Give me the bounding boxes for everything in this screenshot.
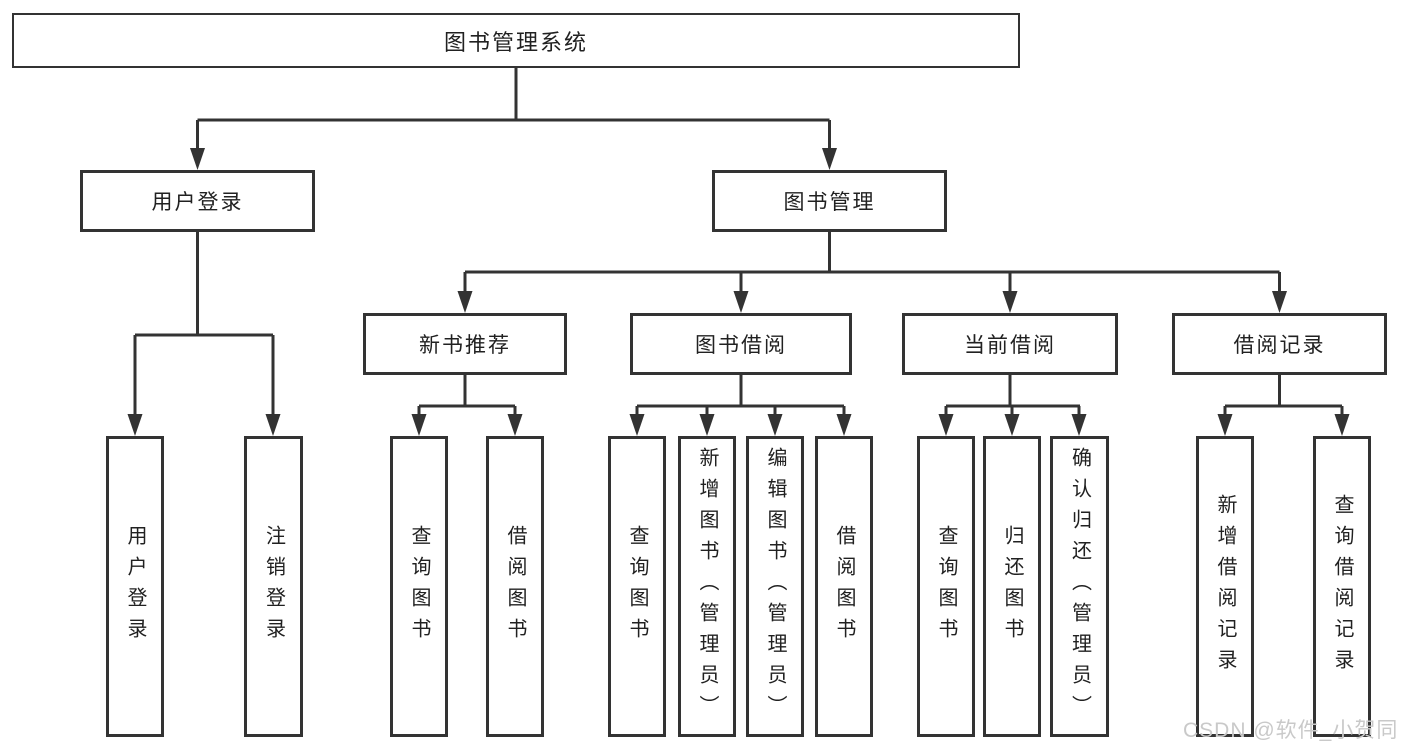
node-label: 归还图书 [1001,524,1023,649]
node-label: 查询图书 [626,524,648,649]
node-label: 当前借阅 [964,334,1056,357]
node-login: 用户登录 [106,436,164,737]
node-label: 注销登录 [262,524,285,649]
node-label: 新增借阅记录 [1214,493,1236,680]
node-query-borrow-record: 查询借阅记录 [1313,436,1371,737]
node-add-borrow-record: 新增借阅记录 [1196,436,1254,737]
node-label: 用户登录 [124,524,146,649]
node-return-books: 归还图书 [983,436,1041,737]
node-borrow-books-newrec: 借阅图书 [486,436,544,737]
node-confirm-return-admin: 确认归还（管理员） [1050,436,1109,737]
node-label: 查询图书 [935,524,957,649]
node-query-books-borrowing: 查询图书 [608,436,666,737]
node-label: 图书管理系统 [443,29,588,55]
node-label: 借阅图书 [504,524,526,649]
node-label: 编辑图书（管理员） [764,447,786,726]
node-add-books-admin: 新增图书（管理员） [678,436,736,737]
node-borrow-books-borrowing: 借阅图书 [815,436,873,737]
node-label: 借阅记录 [1233,334,1326,357]
node-query-books-current: 查询图书 [917,436,975,737]
node-query-books-newrec: 查询图书 [390,436,448,737]
csdn-watermark: CSDN @软件_小贺同学 [1183,719,1399,742]
node-label: 图书管理 [783,191,876,214]
node-label: 确认归还（管理员） [1068,447,1091,726]
node-current-borrowing: 当前借阅 [902,313,1118,375]
node-label: 用户登录 [151,191,244,214]
node-library-management-system: 图书管理系统 [12,13,1020,68]
node-label: 图书借阅 [695,334,787,357]
node-user-login: 用户登录 [80,170,315,232]
node-label: 新书推荐 [419,334,511,357]
node-label: 查询借阅记录 [1331,493,1353,680]
node-logout: 注销登录 [244,436,303,737]
node-borrowing-records: 借阅记录 [1172,313,1387,375]
node-new-book-recommendation: 新书推荐 [363,313,567,375]
node-label: 新增图书（管理员） [696,447,718,726]
node-label: 查询图书 [408,524,430,649]
node-edit-books-admin: 编辑图书（管理员） [746,436,804,737]
node-label: 借阅图书 [833,524,855,649]
node-book-management: 图书管理 [712,170,947,232]
node-book-borrowing: 图书借阅 [630,313,852,375]
